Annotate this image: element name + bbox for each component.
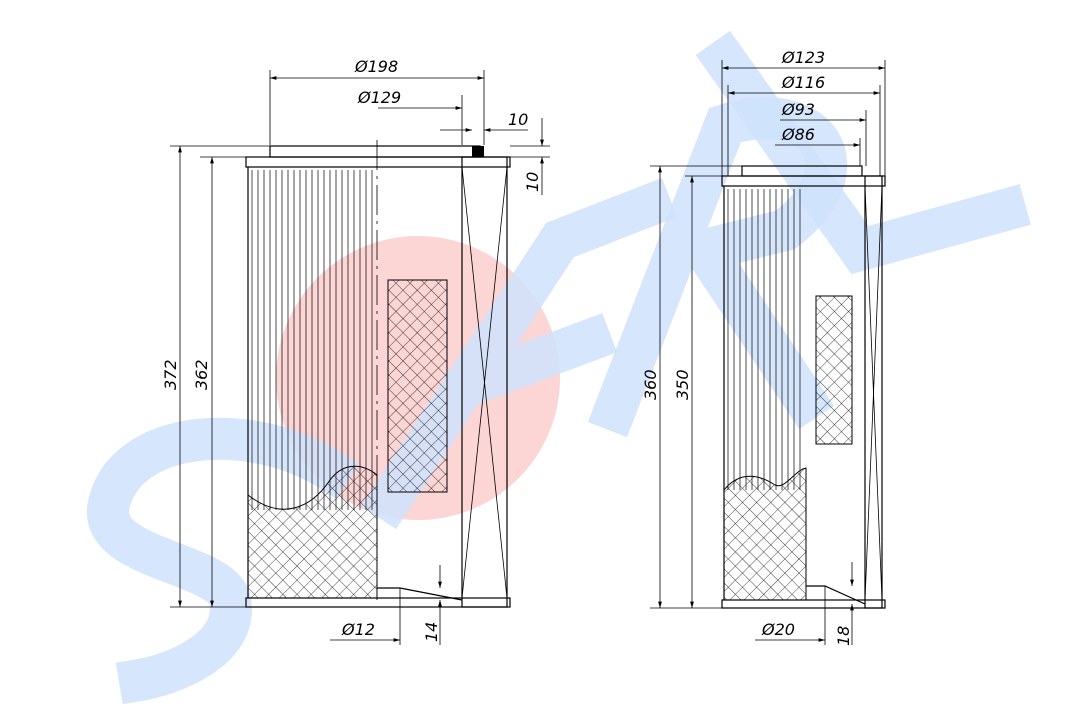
left-pleats	[251, 170, 373, 510]
dim-right-drain-diameter: Ø20	[761, 620, 795, 639]
dim-right-cap-diameter: Ø116	[781, 73, 825, 92]
right-pleats	[727, 189, 801, 490]
dim-left-inner-diameter: Ø129	[357, 88, 401, 107]
left-filter	[245, 140, 511, 608]
dim-left-total-height: 372	[161, 359, 180, 390]
dim-left-gasket-height: 10	[523, 172, 542, 192]
dim-right-total-height: 360	[641, 369, 660, 400]
dim-left-drain-offset: 14	[422, 622, 441, 642]
left-dimensions: Ø198 Ø129 10 10 372 362 Ø12 14	[161, 57, 550, 645]
dim-right-gasket-inner: Ø86	[781, 125, 815, 144]
dim-left-drain-diameter: Ø12	[341, 620, 375, 639]
dim-right-outer-diameter: Ø123	[781, 48, 825, 67]
dim-left-body-height: 362	[192, 359, 211, 390]
right-filter	[721, 165, 886, 609]
dim-right-drain-offset: 18	[834, 626, 853, 646]
dim-left-outer-diameter: Ø198	[354, 57, 398, 76]
right-dimensions: Ø123 Ø116 Ø93 Ø86 360 350 Ø20 18	[641, 48, 886, 646]
dim-right-gasket-outer: Ø93	[781, 100, 815, 119]
watermark-logo	[87, 30, 1031, 705]
watermark-letter-l	[695, 30, 1031, 275]
dim-right-body-height: 350	[673, 369, 692, 400]
dim-left-gasket-width: 10	[508, 110, 528, 129]
